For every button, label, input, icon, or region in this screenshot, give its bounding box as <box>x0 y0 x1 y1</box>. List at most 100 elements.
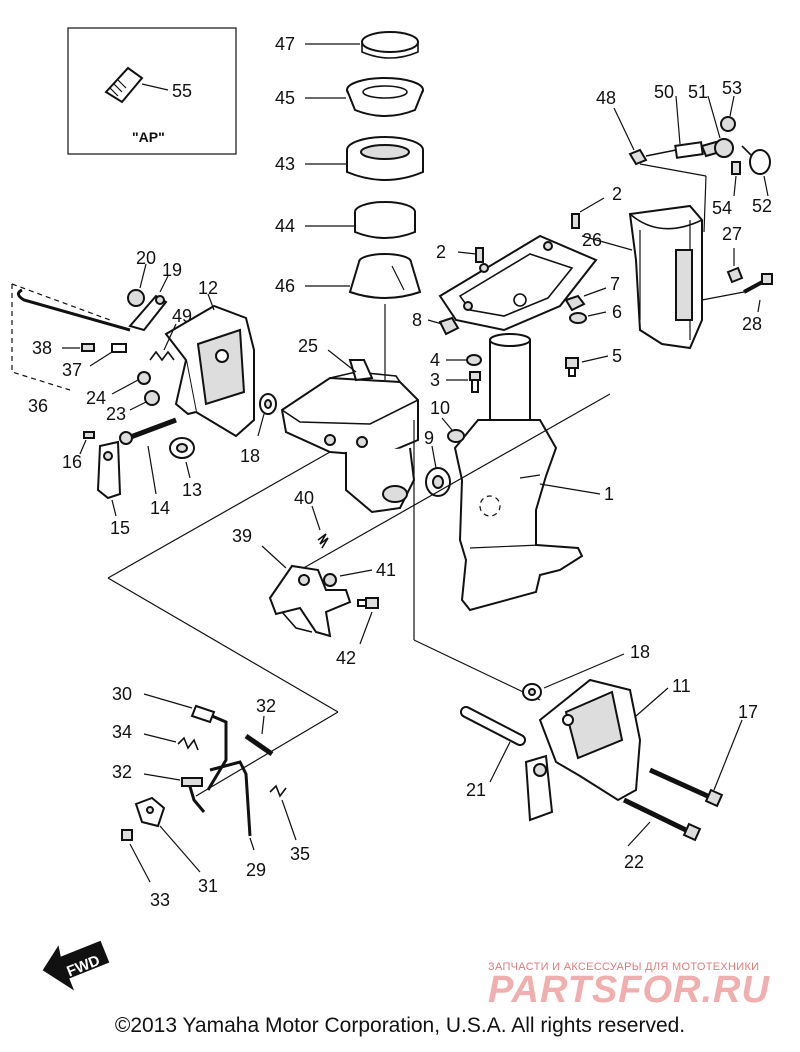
part-20-nut <box>127 289 145 307</box>
callout-41: 41 <box>376 560 396 580</box>
callout-10: 10 <box>430 398 450 418</box>
part-22-bolt <box>622 797 702 842</box>
callout-2a: 2 <box>436 242 446 262</box>
leader-24 <box>111 379 139 395</box>
callout-37: 37 <box>62 360 82 380</box>
callout-38: 38 <box>32 338 52 358</box>
callout-36: 36 <box>28 396 48 416</box>
callout-28: 28 <box>742 314 762 334</box>
part-34-spring <box>177 736 199 751</box>
callout-18b: 18 <box>630 642 650 662</box>
part-mount-plate <box>438 234 598 332</box>
callout-49: 49 <box>172 306 192 326</box>
callout-32a: 32 <box>256 696 276 716</box>
part-19-lever <box>128 294 168 332</box>
callout-16: 16 <box>62 452 82 472</box>
leader-29 <box>249 837 255 851</box>
callout-5: 5 <box>612 346 622 366</box>
part-2-dowel-pin-b <box>571 213 580 229</box>
part-54-screw <box>731 161 741 175</box>
callout-27: 27 <box>722 224 742 244</box>
callout-46: 46 <box>275 276 295 296</box>
callout-6: 6 <box>612 302 622 322</box>
leader-39 <box>261 545 287 569</box>
callout-19: 19 <box>162 260 182 280</box>
callout-40: 40 <box>294 488 314 508</box>
leader-26 <box>581 235 633 251</box>
leader-55 <box>141 83 169 91</box>
leader-5 <box>581 355 609 363</box>
part-8-nut <box>438 316 460 336</box>
part-50-rod <box>645 140 722 159</box>
part-32-spring-pin-a <box>244 733 274 757</box>
callout-24: 24 <box>86 388 106 408</box>
part-29-lever-rod <box>186 714 252 837</box>
leader-14 <box>147 445 157 495</box>
leader-12 <box>207 293 215 311</box>
leader-1 <box>539 483 601 495</box>
callout-25: 25 <box>298 336 318 356</box>
part-31-bracket <box>134 796 166 828</box>
assembly-line-left <box>107 451 331 579</box>
part-41-nut <box>323 573 337 587</box>
leader-19 <box>159 275 169 293</box>
part-24-nut <box>137 371 151 385</box>
callout-55: 55 <box>172 81 192 101</box>
watermark-tagline: ЗАПЧАСТИ И АКСЕССУАРЫ ДЛЯ МОТОТЕХНИКИ <box>488 961 759 973</box>
part-17-bolt <box>648 767 724 808</box>
part-11-clamp-bracket <box>538 678 642 802</box>
callout-4: 4 <box>430 350 440 370</box>
part-21-pin <box>460 706 526 746</box>
leader-11 <box>635 687 669 717</box>
part-46-bushing <box>348 253 422 299</box>
leader-28 <box>757 299 761 313</box>
part-6-washer <box>569 312 587 324</box>
leader-26-bolt <box>701 291 745 301</box>
leader-16 <box>79 439 87 455</box>
part-26-cover <box>628 204 703 350</box>
part-18-washer-a <box>259 393 277 415</box>
part-27-nut <box>726 266 744 284</box>
leader-52 <box>763 175 769 197</box>
part-55-fitting <box>104 66 144 104</box>
leader-20 <box>139 263 147 289</box>
watermark-brand: PARTSFOR.RU <box>488 969 770 1011</box>
callout-23: 23 <box>106 404 126 424</box>
leader-33 <box>129 843 151 883</box>
callout-39: 39 <box>232 526 252 546</box>
part-33-screw <box>121 829 133 841</box>
leader-49 <box>163 323 177 351</box>
leader-7 <box>583 287 607 297</box>
part-23-nut <box>144 390 160 406</box>
part-2-dowel-pin-a <box>475 247 484 263</box>
leader-25 <box>327 349 357 373</box>
part-18-washer-b <box>522 683 542 701</box>
callout-21: 21 <box>466 780 486 800</box>
leader-2a <box>457 251 477 255</box>
part-42-bolt <box>357 597 379 609</box>
leader-18b <box>543 653 625 689</box>
part-36-rod <box>17 288 131 332</box>
callout-29: 29 <box>246 860 266 880</box>
leader-8 <box>427 319 443 325</box>
callout-30: 30 <box>112 684 132 704</box>
part-28-bolt <box>743 273 773 294</box>
callout-20: 20 <box>136 248 156 268</box>
callout-22: 22 <box>624 852 644 872</box>
callout-11: 11 <box>672 676 691 696</box>
leader-37 <box>89 351 113 367</box>
part-21-lever <box>524 754 554 822</box>
leader-13 <box>185 461 191 479</box>
leader-40 <box>311 505 321 531</box>
leader-35 <box>281 799 297 841</box>
callout-2b: 2 <box>612 184 622 204</box>
leader-23 <box>129 401 147 411</box>
leader-18a <box>257 413 265 437</box>
callout-34: 34 <box>112 722 132 742</box>
part-49-spring <box>149 350 175 362</box>
part-30-grip <box>190 704 216 724</box>
leader-21 <box>489 741 511 783</box>
part-25-swivel-bracket <box>280 359 419 514</box>
callout-9: 9 <box>424 428 434 448</box>
callout-18a: 18 <box>240 446 260 466</box>
